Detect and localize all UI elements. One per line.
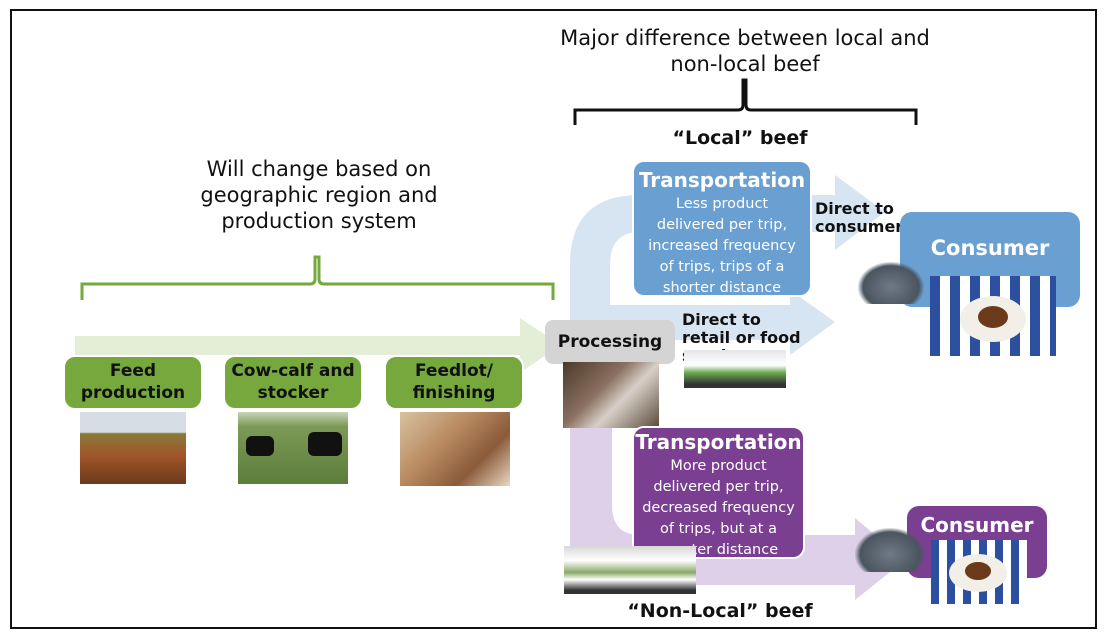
nonlocal-transport-title: Transportation: [635, 430, 802, 454]
nonlocal-beef-label: “Non-Local” beef: [627, 600, 813, 622]
car-icon: [858, 262, 924, 304]
car-icon: [855, 528, 925, 572]
direct-to-consumer-label: Direct to consumer: [815, 199, 904, 236]
meat-processing-photo: [563, 362, 659, 428]
delivery-truck-photo: [684, 350, 786, 388]
stage-feedlot: Feedlot/ finishing: [384, 355, 524, 410]
nonlocal-transportation-box: Transportation More product delivered pe…: [632, 426, 805, 559]
region-brace: [80, 255, 555, 300]
nonlocal-transport-text: More product delivered per trip, decreas…: [642, 458, 795, 558]
local-transportation-box: Transportation Less product delivered pe…: [632, 160, 812, 297]
will-change-text: Will change based on geographic region a…: [200, 157, 438, 233]
stage-feed-production: Feed production: [63, 355, 203, 410]
major-difference-brace: [573, 78, 918, 125]
local-transport-text: Less product delivered per trip, increas…: [648, 196, 796, 296]
burger-plate-photo: [931, 540, 1027, 604]
burger-plate-photo: [930, 276, 1056, 356]
major-difference-text: Major difference between local and non-l…: [560, 26, 930, 76]
sorghum-field-photo: [80, 412, 186, 484]
supply-chain-arrow: [75, 318, 560, 373]
processing-box: Processing: [545, 320, 675, 364]
stage-cow-calf: Cow-calf and stocker: [223, 355, 363, 410]
cattle-pasture-photo: [238, 412, 348, 484]
semi-truck-photo: [564, 546, 696, 594]
local-transport-title: Transportation: [638, 168, 806, 192]
local-beef-label: “Local” beef: [672, 127, 808, 149]
feedlot-photo: [400, 412, 510, 486]
